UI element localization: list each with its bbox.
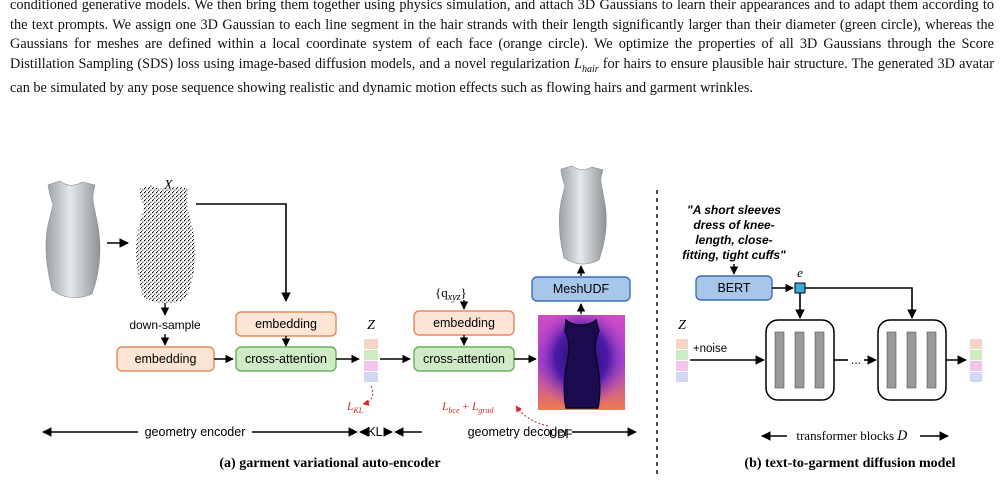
noisy-latent-vector (676, 339, 688, 382)
latent-vector (364, 339, 378, 382)
cross-attention-encoder-label: cross-attention (245, 352, 327, 366)
meshudf-box: MeshUDF (531, 276, 631, 302)
udf-label: UDF (549, 429, 573, 441)
point-cloud (136, 185, 195, 304)
symbol-x: X (163, 178, 173, 193)
cross-attention-decoder-label: cross-attention (423, 352, 505, 366)
bert-label: BERT (717, 281, 750, 295)
cross-attention-encoder-box: cross-attention (235, 346, 337, 372)
embedding-decoder-box: embedding (413, 310, 515, 336)
prompt-line-3: length, close- (695, 233, 772, 247)
bert-box: BERT (695, 275, 773, 301)
noise-label: +noise (693, 343, 727, 355)
output-latent-vector (970, 339, 982, 382)
loss-kl: LKL (346, 401, 364, 415)
udf-field-image (538, 315, 625, 410)
text-embedding-square (794, 282, 806, 294)
query-label: {qxyz} (435, 285, 467, 303)
output-garment-mesh (559, 165, 607, 265)
transformer-block-1 (765, 319, 835, 401)
embedding-left-label: embedding (135, 352, 197, 366)
symbol-z: Z (367, 318, 375, 333)
symbol-e: e (797, 265, 803, 280)
prompt-line-1: "A short sleeves (687, 203, 781, 217)
embedding-mid-box: embedding (235, 311, 337, 337)
prompt-line-2: dress of knee- (693, 218, 774, 232)
embedding-mid-label: embedding (255, 317, 317, 331)
input-garment-mesh (45, 180, 101, 299)
paragraph-part1: conditioned generative models. We then b… (10, 0, 994, 72)
symbol-z-right: Z (678, 318, 686, 333)
arrow-e-to-block2 (805, 287, 917, 319)
caption-b: (b) text-to-garment diffusion model (744, 456, 955, 471)
ellipsis: ... (851, 353, 861, 367)
geometry-encoder-label: geometry encoder (145, 425, 246, 439)
arrow-points-to-embedding (196, 203, 291, 302)
embedding-decoder-label: embedding (433, 316, 495, 330)
body-paragraph: conditioned generative models. We then b… (10, 0, 994, 99)
loss-bce-grad: Lbce+Lgrad (441, 401, 495, 415)
transformer-block-2 (877, 319, 947, 401)
meshudf-label: MeshUDF (553, 282, 610, 296)
geometry-decoder-label: geometry decoder (468, 425, 569, 439)
cross-attention-decoder-box: cross-attention (413, 346, 515, 372)
paragraph-part2: for hairs to ensure plausible hair struc… (10, 55, 994, 97)
arrow-bce-grad-loss (515, 405, 549, 427)
paragraph-math-lhair: Lhair (573, 55, 599, 75)
downsample-label: down-sample (129, 318, 201, 332)
kl-label: KL (367, 425, 382, 439)
prompt-line-4: fitting, tight cuffs" (682, 248, 786, 262)
embedding-left-box: embedding (116, 346, 215, 372)
text-prompt: "A short sleeves dress of knee- length, … (682, 203, 786, 262)
arrow-kl-loss (362, 385, 374, 406)
caption-a: (a) garment variational auto-encoder (219, 456, 440, 471)
